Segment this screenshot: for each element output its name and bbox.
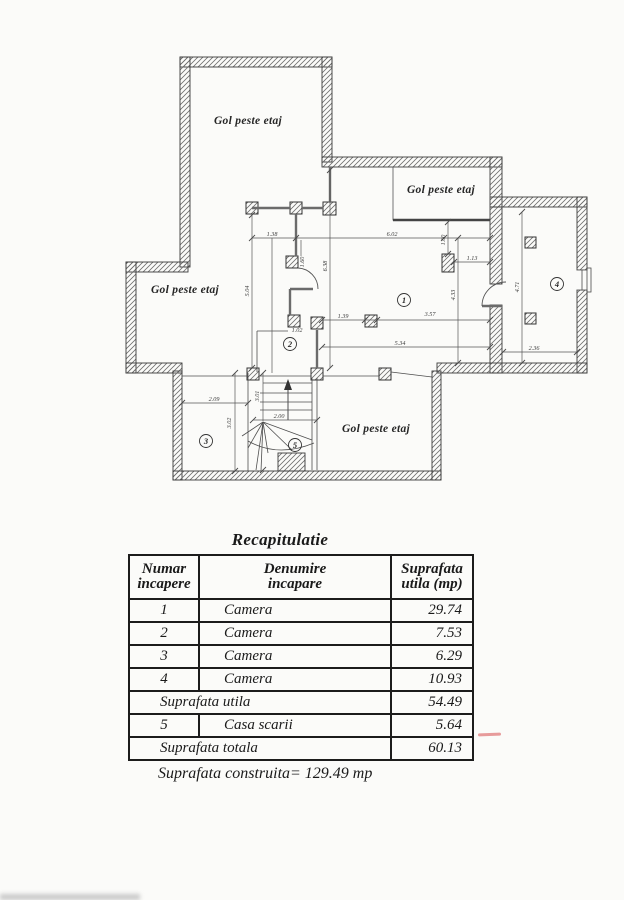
header-line: Denumire [263, 560, 327, 577]
dim-label: 1.02 [292, 327, 303, 334]
room-name-cell: Camera [198, 644, 392, 669]
total-value-cell: 60.13 [390, 736, 474, 761]
construction-lines [182, 330, 433, 471]
dim-label: 2.00 [274, 413, 286, 420]
dim-label: 1.60 [299, 256, 306, 268]
dim-label: 5.04 [244, 286, 251, 297]
header-line: incapere [137, 576, 191, 592]
room-number-cell: 2 [128, 621, 200, 646]
red-pen-mark [477, 732, 502, 737]
recap-table: Numar incapere Denumire incapare Suprafa… [128, 554, 474, 761]
dim-label: 3.57 [424, 311, 437, 318]
room-name-cell: Casa scarii [198, 713, 392, 738]
dim-label: 1.13 [467, 255, 478, 262]
dim-label: 3.02 [226, 418, 233, 430]
table-row: 1 Camera 29.74 [128, 598, 474, 623]
void-label-right: Gol peste etaj [407, 184, 476, 196]
void-label-bottom: Gol peste etaj [342, 423, 411, 435]
scan-smudge [0, 894, 140, 900]
header-line: Suprafata [401, 560, 463, 577]
header-line: incapare [267, 576, 323, 592]
table-row: 5 Casa scarii 5.64 [128, 713, 474, 738]
dim-label: 4.33 [450, 290, 457, 301]
room-name-cell: Camera [198, 598, 392, 623]
room-number-5: 5 [293, 440, 298, 450]
walls [125, 56, 588, 481]
total-label-cell: Suprafata totala [128, 736, 392, 761]
staircase [241, 379, 315, 472]
floor-plan: 1.38 6.02 5.04 6.38 1.60 1.60 1.13 4.33 … [125, 56, 592, 481]
dim-label: 1.39 [338, 313, 349, 320]
door-swings [297, 267, 507, 307]
room-number-cell: 4 [128, 667, 200, 692]
recap-section: Recapitulatie Numar incapere Denumire in… [128, 530, 474, 783]
dim-label: 6.02 [387, 231, 398, 238]
room-number-2: 2 [287, 339, 293, 349]
col-header-denumire: Denumire incapare [198, 554, 392, 600]
header-line: utila (mp) [401, 576, 463, 592]
room-area-cell: 5.64 [390, 713, 474, 738]
dim-label: 2.09 [209, 396, 220, 403]
subtotal-value-cell: 54.49 [390, 690, 474, 715]
dim-label: 3.01 [254, 391, 261, 403]
total-row: Suprafata totala 60.13 [128, 736, 474, 761]
room-area-cell: 29.74 [390, 598, 474, 623]
room-number-cell: 5 [128, 713, 200, 738]
header-row: Numar incapere Denumire incapare Suprafa… [128, 554, 474, 600]
dim-label: 2.36 [529, 345, 541, 352]
table-row: 2 Camera 7.53 [128, 621, 474, 646]
room-number-4: 4 [554, 279, 559, 289]
recap-title: Recapitulatie [231, 530, 329, 549]
dim-label: 4.71 [514, 282, 521, 293]
table-row: 4 Camera 10.93 [128, 667, 474, 692]
dimension-lines [182, 170, 577, 471]
room-number-cell: 1 [128, 598, 200, 623]
table-row: 3 Camera 6.29 [128, 644, 474, 669]
room-name-cell: Camera [198, 667, 392, 692]
subtotal-row: Suprafata utila 54.49 [128, 690, 474, 715]
built-area-note: Suprafata construita= 129.49 mp [158, 765, 373, 782]
dim-label: 1.60 [440, 234, 447, 246]
dim-label: 1.38 [267, 231, 279, 238]
room-number-1: 1 [402, 295, 406, 305]
room-area-cell: 6.29 [390, 644, 474, 669]
room-name-cell: Camera [198, 621, 392, 646]
void-box [392, 166, 491, 222]
col-header-numar: Numar incapere [128, 554, 200, 600]
window-symbol [577, 267, 592, 293]
subtotal-label-cell: Suprafata utila [128, 690, 392, 715]
room-area-cell: 10.93 [390, 667, 474, 692]
room-number-cell: 3 [128, 644, 200, 669]
dim-label: 5.34 [395, 340, 406, 347]
room-area-cell: 7.53 [390, 621, 474, 646]
void-label-top: Gol peste etaj [214, 115, 283, 127]
room-numbers: 1 2 3 4 5 [199, 277, 564, 452]
col-header-suprafata: Suprafata utila (mp) [390, 554, 474, 600]
room-number-3: 3 [203, 436, 209, 446]
header-line: Numar [141, 560, 187, 577]
dim-label: 6.38 [322, 260, 329, 272]
void-label-left: Gol peste etaj [151, 284, 220, 296]
